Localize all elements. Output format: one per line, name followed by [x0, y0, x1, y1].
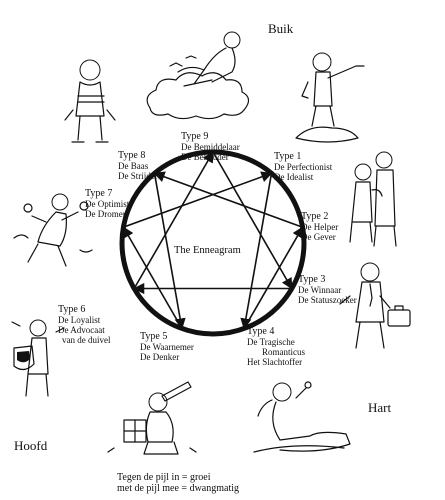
- enneagram-line-4-2: [243, 226, 304, 329]
- enneagram-lines: [122, 151, 304, 330]
- type-9-line-2: De Behouder: [181, 152, 229, 162]
- type-3-line-1: De Winnaar: [298, 285, 341, 295]
- type-5-label: Type 5 De Waarnemer De Denker: [140, 331, 194, 362]
- enneagram-figure: [119, 149, 307, 337]
- enneagram-line-2-8: [153, 171, 303, 228]
- type-2-line-1: De Helper: [301, 222, 338, 232]
- type-6-label: Type 6 De Loyalist De Advocaat van de du…: [58, 304, 111, 345]
- type-8-line-2: De Strijder: [118, 171, 158, 181]
- type-8-label: Type 8 De Baas De Strijder: [118, 150, 158, 181]
- type-2-line-2: De Gever: [301, 232, 336, 242]
- zone-label-head: Hoofd: [14, 438, 48, 453]
- type-5-line-1: De Waarnemer: [140, 342, 194, 352]
- type-3-illustration: [339, 262, 411, 349]
- type-1-line-1: De Perfectionist: [274, 162, 333, 172]
- type-9-line-1: De Bemiddelaar: [181, 142, 240, 152]
- type-5-illustration: [107, 381, 197, 455]
- type-8-line-1: De Baas: [118, 161, 149, 171]
- type-6-line-1: De Loyalist: [58, 315, 101, 325]
- type-2-illustration: [349, 151, 397, 247]
- type-1-title: Type 1: [274, 151, 301, 162]
- type-2-title: Type 2: [301, 211, 328, 222]
- type-6-title: Type 6: [58, 304, 85, 315]
- type-6-line-2: De Advocaat: [58, 325, 105, 335]
- type-7-title: Type 7: [85, 188, 112, 199]
- enneagram-line-8-5: [153, 173, 186, 330]
- type-1-label: Type 1 De Perfectionist De Idealist: [274, 151, 333, 182]
- type-3-line-2: De Statuszoeker: [298, 295, 357, 305]
- enneagram-line-1-4: [240, 173, 273, 330]
- type-1-line-2: De Idealist: [274, 172, 314, 182]
- type-5-title: Type 5: [140, 331, 167, 342]
- type-8-title: Type 8: [118, 150, 145, 161]
- type-4-illustration: [253, 381, 351, 453]
- enneagram-line-7-1: [123, 171, 273, 228]
- type-7-line-1: De Optimist: [85, 199, 130, 209]
- type-9-illustration: [146, 31, 250, 120]
- zone-label-belly: Buik: [268, 21, 294, 36]
- zone-label-heart: Hart: [368, 400, 391, 415]
- type-4-line-3: Het Slachtoffer: [247, 357, 302, 367]
- type-7-illustration: [13, 193, 93, 267]
- type-3-title: Type 3: [298, 274, 325, 285]
- type-2-label: Type 2 De Helper De Gever: [301, 211, 338, 242]
- enneagram-line-6-9: [133, 151, 214, 289]
- type-6-line-3: van de duivel: [62, 335, 111, 345]
- type-7-label: Type 7 De Optimist De Dromer: [85, 188, 130, 219]
- type-5-line-2: De Denker: [140, 352, 179, 362]
- type-4-title: Type 4: [247, 326, 274, 337]
- center-title: The Enneagram: [174, 245, 241, 256]
- type-4-line-2: Romanticus: [262, 347, 305, 357]
- type-4-line-1: De Tragische: [247, 337, 295, 347]
- type-1-illustration: [295, 52, 365, 143]
- type-3-label: Type 3 De Winnaar De Statuszoeker: [298, 274, 357, 305]
- type-7-line-2: De Dromer: [85, 209, 126, 219]
- type-6-illustration: [11, 319, 65, 397]
- enneagram-line-9-3: [212, 151, 293, 290]
- type-4-label: Type 4 De Tragische Romanticus Het Slach…: [247, 326, 305, 367]
- footer-compulsive-note: met de pijl mee = dwangmatig: [117, 483, 239, 494]
- enneagram-line-5-7: [122, 226, 183, 329]
- footer-growth-note: Tegen de pijl in = groei: [117, 472, 211, 483]
- type-9-label: Type 9 De Bemiddelaar De Behouder: [181, 131, 240, 162]
- type-8-illustration: [64, 59, 116, 143]
- type-9-title: Type 9: [181, 131, 208, 142]
